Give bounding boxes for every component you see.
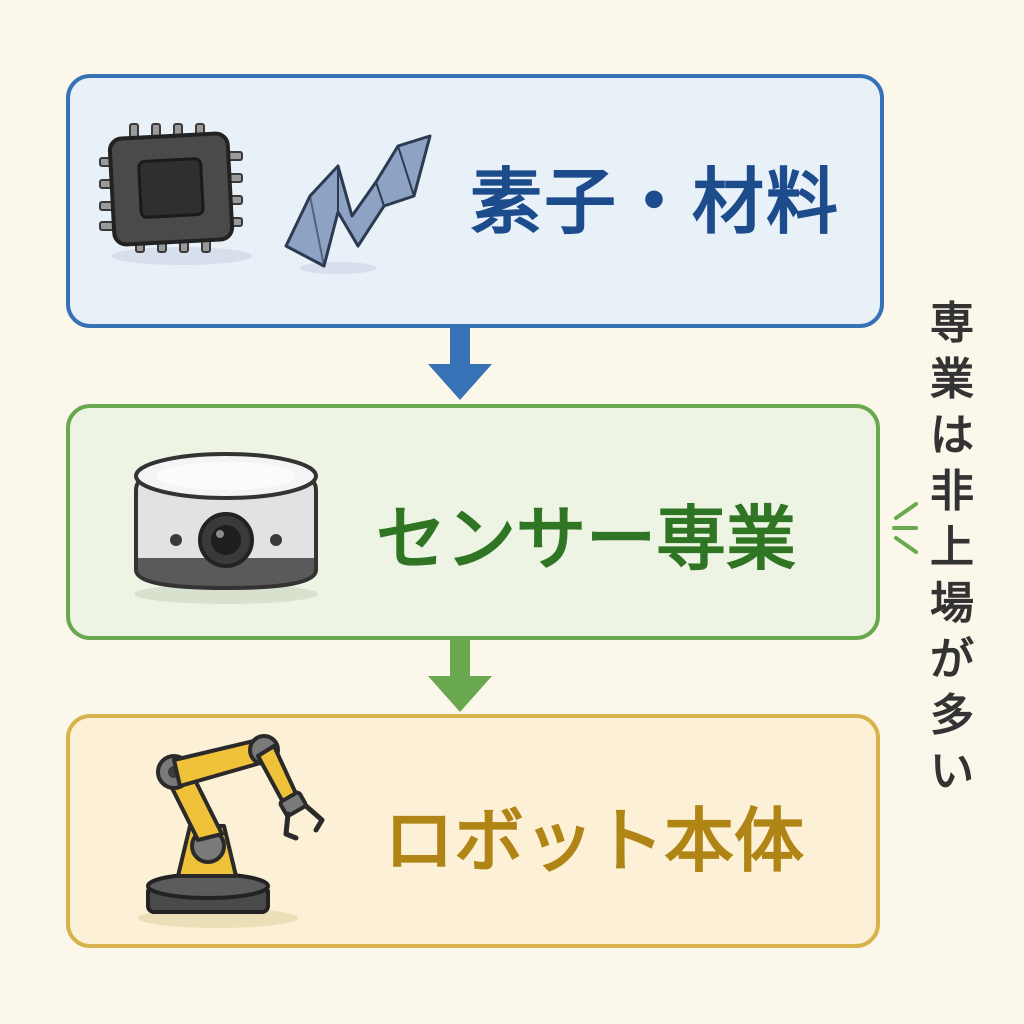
- panel-label-robot: ロボット本体: [384, 800, 804, 882]
- side-note-vertical-text: 専業は非上場が多い: [930, 298, 974, 797]
- flexible-film-icon: [284, 134, 432, 274]
- arrow-down-icon: [428, 640, 492, 712]
- chip-icon: [99, 123, 252, 265]
- panel-label-materials: 素子・材料: [470, 160, 841, 244]
- robot-arm-icon: [138, 734, 325, 928]
- sensor-camera-icon: [134, 452, 318, 604]
- panel-label-sensor: センサー専業: [376, 498, 796, 580]
- emphasis-marks-icon: [892, 502, 918, 554]
- arrow-down-icon: [428, 326, 492, 400]
